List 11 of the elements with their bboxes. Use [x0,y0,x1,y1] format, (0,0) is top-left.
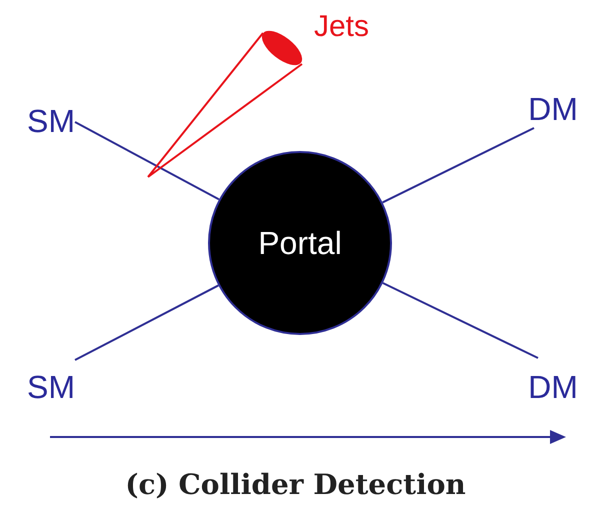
connector-line [74,284,219,361]
caption: (c) Collider Detection [124,467,467,503]
particle-label: SM [14,100,88,142]
connector-line [382,127,534,204]
particle-label: SM [14,366,88,408]
jets-label: Jets [314,12,370,42]
connector-line [382,282,538,359]
connector-line [74,121,220,200]
particle-label: DM [516,88,590,130]
particle-label: DM [516,366,590,408]
node-label: Portal [258,224,342,263]
